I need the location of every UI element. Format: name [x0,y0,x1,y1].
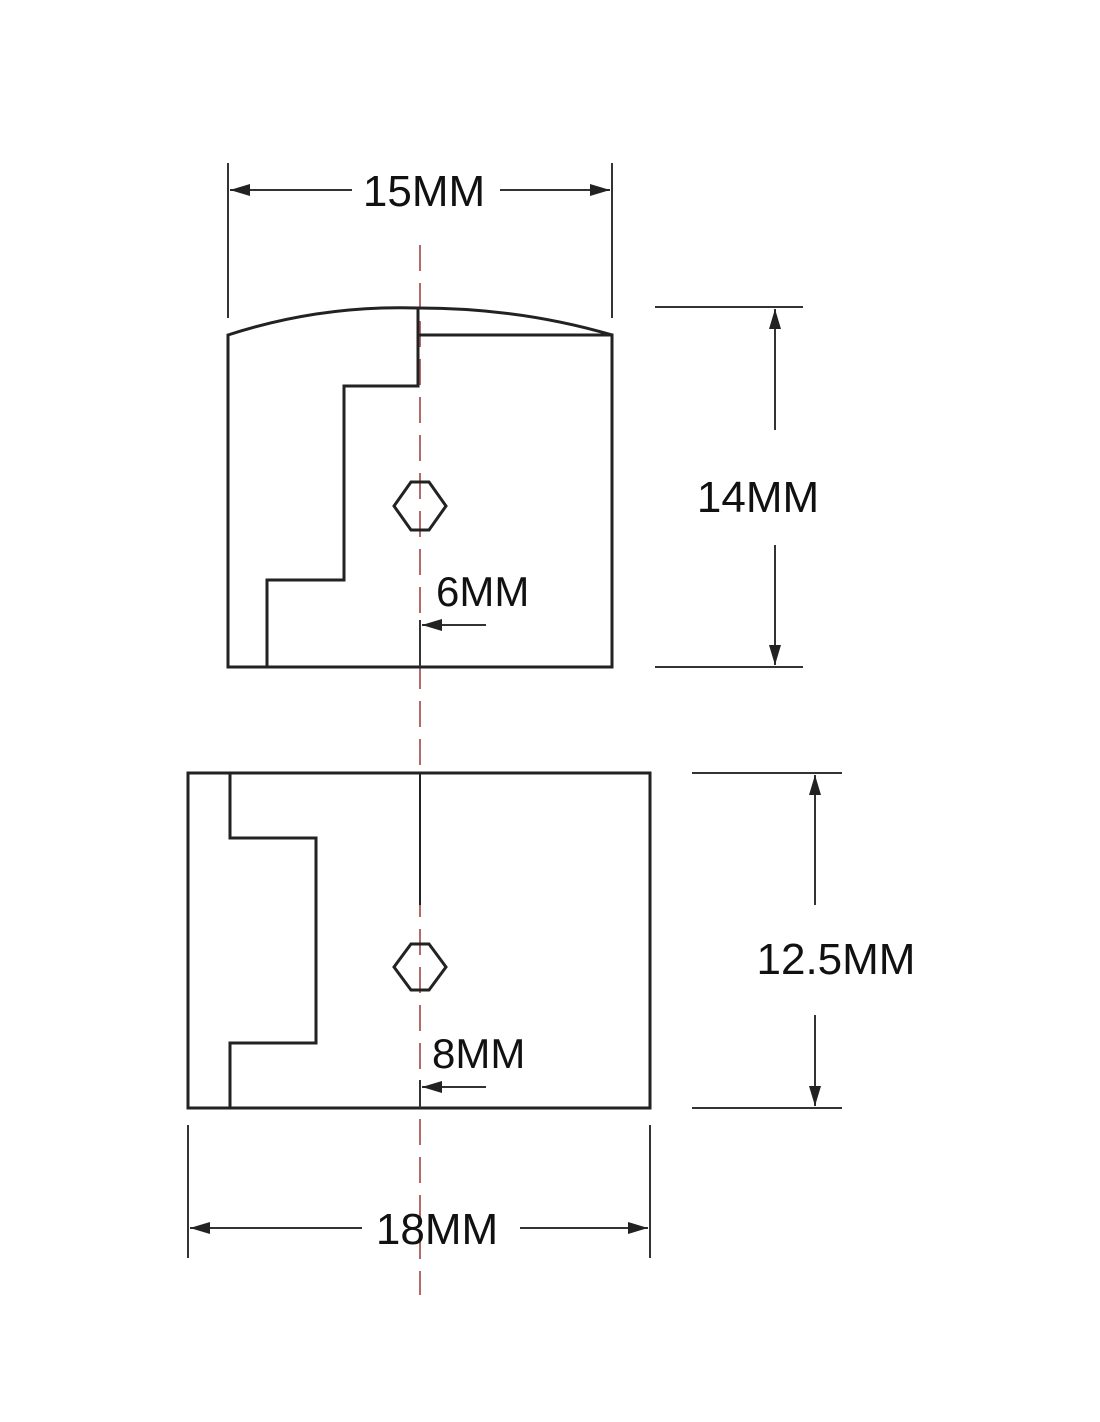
bottom-section-view: 8MM 12.5MM 18MM [186,771,916,1258]
bottom-height-label: 12.5MM [757,935,916,984]
bottom-hatched-section [186,771,318,1110]
top-set-screw-hex-icon [392,480,448,532]
bottom-shaft-label: 8MM [432,1030,525,1077]
top-height-label: 14MM [697,473,819,522]
top-hatched-section [226,306,420,669]
bottom-width-label: 18MM [376,1205,498,1254]
top-width-label: 15MM [363,167,485,216]
top-shaft-label: 6MM [436,568,529,615]
bottom-set-screw-hex-icon [392,942,448,992]
top-section-view: 6MM 15MM 14MM [226,163,819,669]
top-dome-curve [417,306,613,337]
